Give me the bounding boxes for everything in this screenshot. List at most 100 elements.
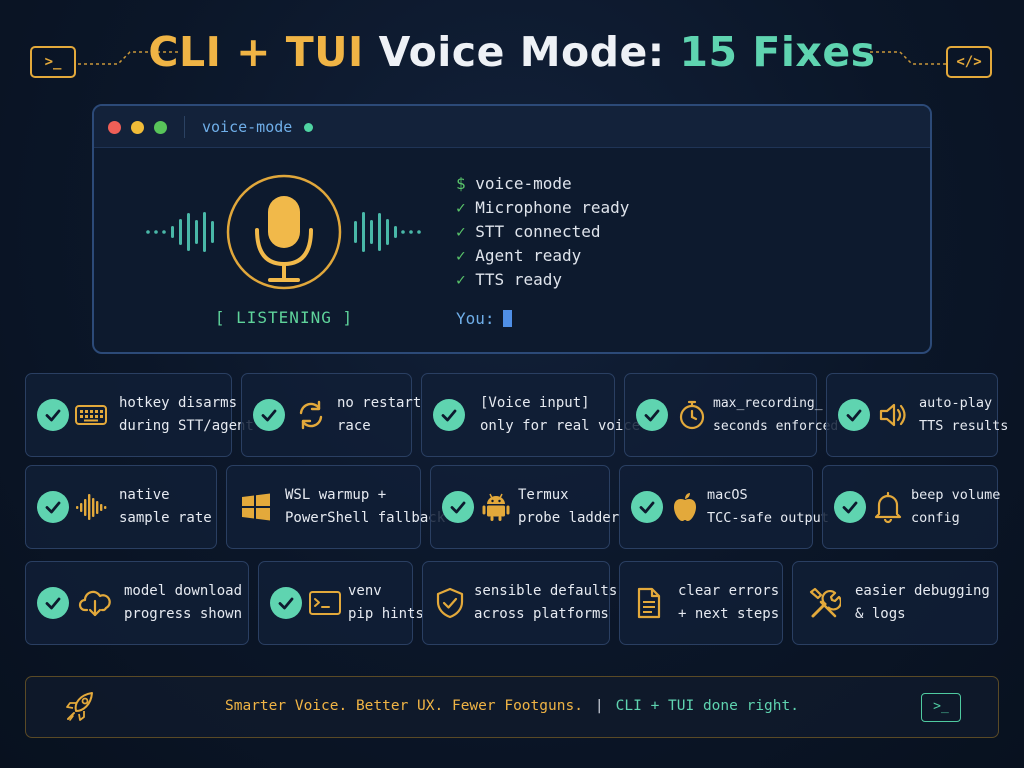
terminal-tab-name[interactable]: voice-mode	[202, 118, 293, 136]
fix-line-1: no restart	[337, 395, 422, 411]
fix-line-1: native	[119, 487, 170, 503]
status-text: Microphone ready	[475, 198, 630, 217]
check-mark-icon: ✓	[456, 270, 466, 289]
fix-line-2: race	[337, 418, 371, 434]
fix-line-1: auto-play	[919, 395, 993, 411]
title-part-voice-mode: Voice Mode:	[378, 28, 665, 76]
footer-banner: Smarter Voice. Better UX. Fewer Footguns…	[25, 676, 999, 738]
page-title: CLI + TUI Voice Mode: 15 Fixes	[0, 28, 1024, 76]
check-circle-icon	[834, 491, 866, 523]
microphone-icon	[146, 174, 421, 290]
you-prompt-label: You:	[456, 309, 495, 328]
fix-line-2: only for real voice	[480, 418, 641, 434]
check-circle-icon	[442, 491, 474, 523]
fix-card-text: max_recording_seconds enforced	[713, 392, 838, 438]
title-bar-divider	[184, 116, 185, 138]
fix-card-sensible-defaults: sensible defaults across platforms	[422, 561, 617, 645]
tagline-secondary: CLI + TUI done right.	[615, 698, 799, 714]
check-mark-icon: ✓	[456, 222, 466, 241]
fix-card-text: hotkey disarms during STT/agent	[119, 392, 254, 438]
fix-line-2: across platforms	[474, 606, 609, 622]
minimize-window-button[interactable]	[131, 121, 144, 134]
terminal-output: $ voice-mode ✓ Microphone ready ✓ STT co…	[456, 172, 629, 292]
tools-icon	[809, 587, 841, 618]
title-part-cli-tui: CLI + TUI	[148, 28, 364, 76]
check-mark-icon: ✓	[456, 246, 466, 265]
fix-card-hotkey: hotkey disarms during STT/agent	[25, 373, 254, 457]
fix-card-debugging: easier debugging& logs	[792, 561, 998, 645]
fix-line-1: WSL warmup +	[285, 487, 387, 503]
status-line: ✓ TTS ready	[456, 268, 629, 292]
fix-line-2: PowerShell fallback	[285, 510, 446, 526]
fix-card-wsl: WSL warmup + PowerShell fallback	[226, 465, 445, 549]
fix-line-2: probe ladder	[518, 510, 620, 526]
status-line: ✓ Agent ready	[456, 244, 629, 268]
fix-line-2: sample rate	[119, 510, 212, 526]
check-circle-icon	[631, 491, 663, 523]
check-circle-icon	[270, 587, 302, 619]
fix-card-text: macOS TCC-safe output	[707, 484, 829, 530]
android-icon	[482, 493, 510, 521]
fix-line-1: clear errors	[678, 583, 780, 599]
fix-line-2: during STT/agent	[119, 418, 254, 434]
bell-icon	[874, 491, 902, 524]
cloud-download-icon	[78, 590, 111, 617]
circuit-line-left-icon	[78, 51, 178, 65]
tab-status-dot-icon	[304, 123, 313, 132]
fix-line-1: [Voice input]	[480, 395, 590, 411]
fix-line-2: config	[911, 510, 960, 526]
circuit-line-right-icon	[870, 51, 946, 65]
command-line: $ voice-mode	[456, 172, 629, 196]
user-input-line[interactable]: You:	[456, 309, 512, 328]
refresh-icon	[299, 400, 323, 430]
keyboard-icon	[75, 405, 107, 425]
terminal-title-bar: voice-mode	[94, 106, 930, 148]
check-circle-icon	[37, 491, 69, 523]
fix-line-2: TCC-safe output	[707, 510, 829, 526]
rocket-icon	[66, 692, 93, 721]
fix-card-text: native sample rate	[119, 484, 212, 530]
maximize-window-button[interactable]	[154, 121, 167, 134]
check-mark-icon: ✓	[456, 198, 466, 217]
windows-icon	[242, 493, 270, 521]
document-icon	[637, 587, 661, 619]
status-line: ✓ STT connected	[456, 220, 629, 244]
speaker-icon	[879, 403, 906, 427]
fix-line-2: progress shown	[124, 606, 243, 622]
microphone-visual	[144, 166, 424, 352]
text-cursor	[502, 310, 512, 327]
fix-line-1: max_recording_	[713, 396, 823, 411]
fix-card-text: [Voice input] only for real voice	[480, 392, 640, 438]
terminal-badge-icon: >_	[30, 46, 76, 78]
fix-card-text: easier debugging& logs	[855, 580, 990, 626]
fix-line-1: hotkey disarms	[119, 395, 238, 411]
close-window-button[interactable]	[108, 121, 121, 134]
fix-line-1: macOS	[707, 487, 748, 503]
fix-card-macos: macOS TCC-safe output	[619, 465, 829, 549]
fix-card-sample-rate: native sample rate	[25, 465, 217, 549]
tagline-separator: |	[594, 698, 604, 714]
status-line: ✓ Microphone ready	[456, 196, 629, 220]
fix-line-2: TTS results	[919, 418, 1009, 434]
apple-icon	[674, 493, 696, 521]
fix-card-max-recording: max_recording_seconds enforced	[624, 373, 838, 457]
terminal-badge-icon: >_	[921, 693, 961, 722]
footer-tagline: Smarter Voice. Better UX. Fewer Footguns…	[26, 698, 998, 714]
command-text: voice-mode	[475, 174, 572, 193]
check-circle-icon	[433, 399, 465, 431]
status-text: Agent ready	[475, 246, 582, 265]
prompt-symbol: $	[456, 174, 466, 193]
terminal-icon	[309, 591, 341, 615]
fix-line-1: venv	[348, 583, 382, 599]
fix-line-1: sensible defaults	[474, 583, 618, 599]
shield-check-icon	[436, 587, 464, 619]
fix-card-restart-race: no restart race	[241, 373, 421, 457]
fix-line-2: seconds enforced	[713, 419, 839, 434]
